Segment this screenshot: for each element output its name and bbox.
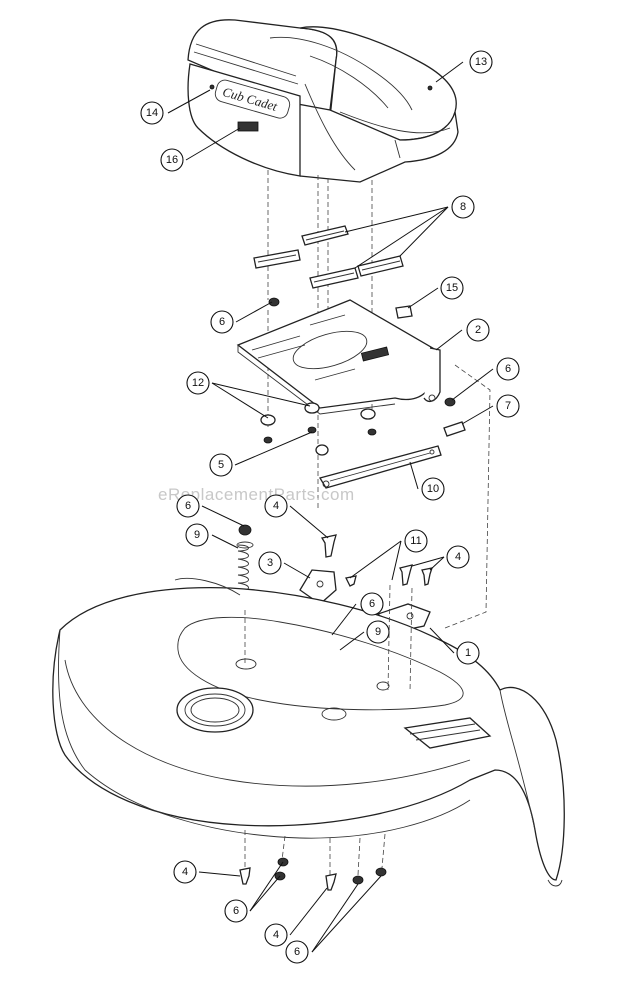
svg-text:6: 6 <box>294 946 300 958</box>
callout-8: 8 <box>451 195 475 219</box>
svg-text:9: 9 <box>375 626 381 638</box>
svg-text:6: 6 <box>185 500 191 512</box>
svg-text:5: 5 <box>218 459 224 471</box>
svg-text:8: 8 <box>460 201 466 213</box>
svg-text:1: 1 <box>465 647 471 659</box>
seat-pan <box>236 299 441 415</box>
part-15-clip <box>395 305 413 319</box>
fender <box>52 577 565 887</box>
slide-rail <box>319 445 442 489</box>
svg-text:6: 6 <box>219 316 225 328</box>
seat: Cub Cadet <box>187 19 459 183</box>
svg-text:14: 14 <box>146 107 158 119</box>
callout-12: 12 <box>186 371 210 395</box>
callout-6-b: 6 <box>496 357 520 381</box>
svg-text:11: 11 <box>410 535 421 547</box>
watermark: eReplacementParts.com <box>158 485 355 504</box>
callout-16: 16 <box>160 148 184 172</box>
callout-4-c: 4 <box>173 860 197 884</box>
svg-text:4: 4 <box>273 500 279 512</box>
svg-text:4: 4 <box>455 551 461 563</box>
callout-9-b: 9 <box>366 620 390 644</box>
callout-4-a: 4 <box>264 494 288 518</box>
seat-slides <box>253 225 404 289</box>
svg-text:6: 6 <box>233 905 239 917</box>
callout-6-a: 6 <box>210 310 234 334</box>
svg-text:6: 6 <box>505 363 511 375</box>
callout-6-f: 6 <box>285 940 309 964</box>
callout-15: 15 <box>440 276 464 300</box>
svg-text:3: 3 <box>267 557 273 569</box>
svg-text:12: 12 <box>192 377 204 389</box>
callout-7: 7 <box>496 394 520 418</box>
callout-14: 14 <box>140 101 164 125</box>
svg-text:6: 6 <box>369 598 375 610</box>
callout-1: 1 <box>456 641 480 665</box>
callout-6-e: 6 <box>224 899 248 923</box>
svg-text:13: 13 <box>475 56 487 68</box>
callout-4-b: 4 <box>446 545 470 569</box>
svg-text:2: 2 <box>475 324 481 336</box>
svg-text:10: 10 <box>427 483 439 495</box>
callout-13: 13 <box>469 50 493 74</box>
svg-text:9: 9 <box>194 529 200 541</box>
svg-text:7: 7 <box>505 400 511 412</box>
callout-3: 3 <box>258 551 282 575</box>
callout-11: 11 <box>404 529 428 553</box>
callout-9-a: 9 <box>185 523 209 547</box>
bottom-hardware <box>239 857 387 891</box>
callout-10: 10 <box>421 477 445 501</box>
svg-text:4: 4 <box>273 929 279 941</box>
seat-label-decal <box>237 121 259 132</box>
leader-lines <box>167 61 494 953</box>
callout-6-c: 6 <box>176 494 200 518</box>
bolts-upper <box>320 534 433 587</box>
callout-5: 5 <box>209 453 233 477</box>
svg-text:16: 16 <box>166 154 178 166</box>
svg-text:4: 4 <box>182 866 188 878</box>
svg-text:15: 15 <box>446 282 458 294</box>
callout-2: 2 <box>466 318 490 342</box>
callout-6-d: 6 <box>360 592 384 616</box>
callout-4-d: 4 <box>264 923 288 947</box>
